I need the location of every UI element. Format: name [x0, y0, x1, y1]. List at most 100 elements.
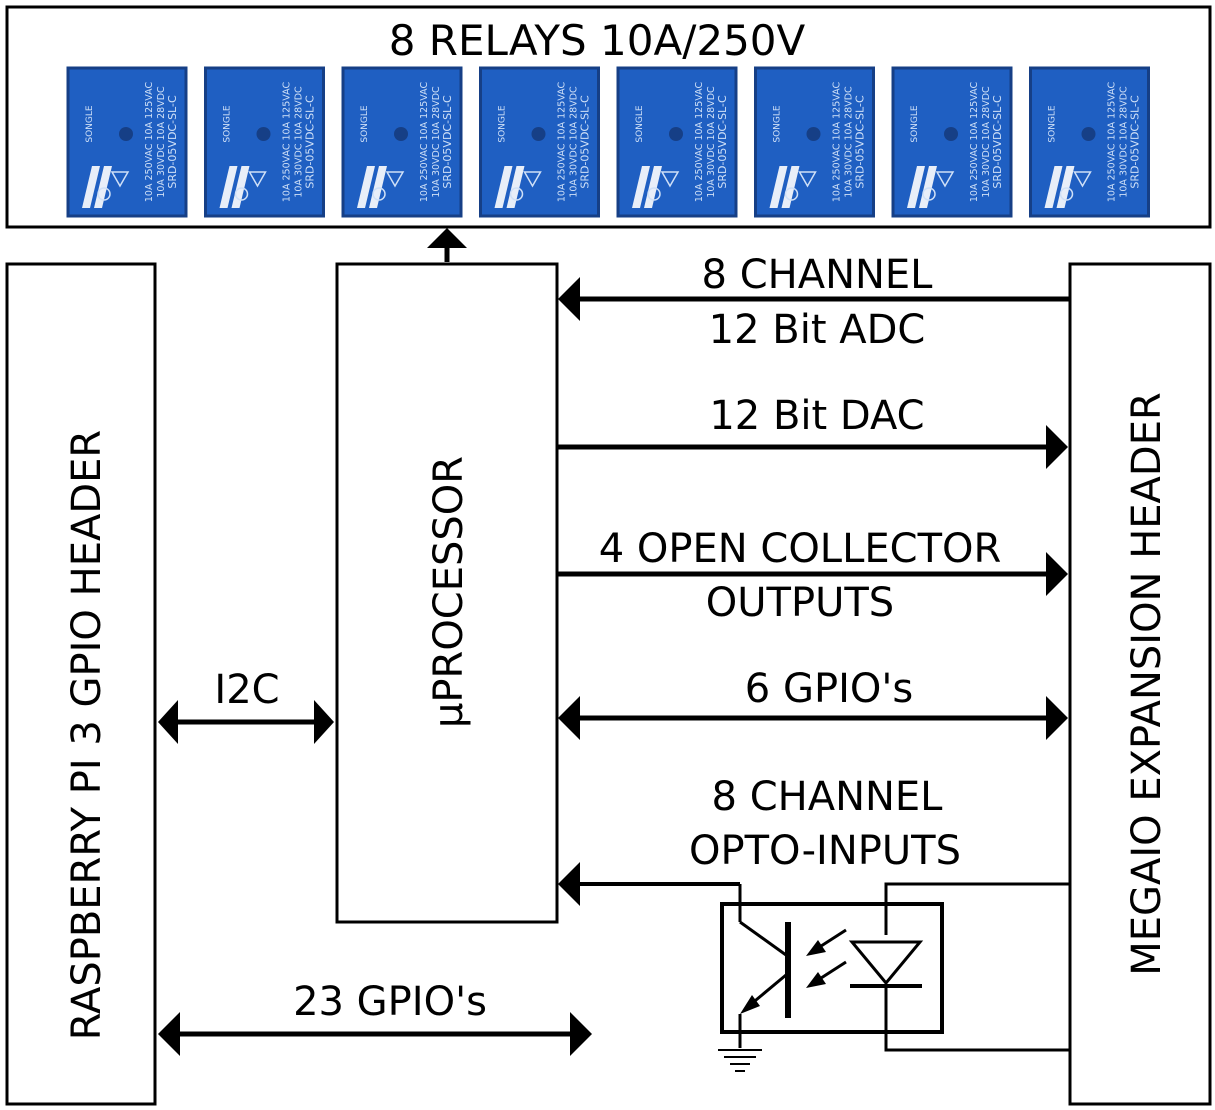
cqc-mark-icon	[922, 187, 936, 201]
warning-mark-icon	[798, 171, 817, 188]
relay-hole	[394, 127, 408, 141]
relay-marking-brand: SONGLE	[635, 105, 645, 143]
gpio23-link: 23 GPIO's	[158, 979, 592, 1056]
relay-marking-rating-line-2: 10A 30VDC 10A 28VDC	[706, 86, 717, 198]
cqc-mark-icon	[509, 187, 524, 201]
relay-marking-rating-line-1: 10A 250VAC 10A 125VAC	[282, 82, 293, 203]
songle-logo-icon	[769, 166, 800, 208]
relay-hole	[944, 127, 958, 141]
megaio-header-box	[1068, 262, 1212, 1106]
relay-marking-rating-line-2: 10A 30VDC 10A 28VDC	[431, 86, 442, 198]
relay-marking-rating-line-2: 10A 30VDC 10A 28VDC	[569, 86, 580, 198]
dac-link: 12 Bit DAC	[557, 393, 1068, 469]
adc-label-line-1: 8 CHANNEL	[702, 252, 934, 298]
adc-label-line-2: 12 Bit ADC	[709, 307, 926, 353]
relay-marking-brand: SONGLE	[223, 105, 233, 143]
relay-marking-part-number: SRD-05VDC-SL-C	[854, 95, 867, 189]
relay-marking-rating-line-1: 10A 250VAC 10A 125VAC	[832, 82, 843, 203]
relay-marking-brand: SONGLE	[910, 105, 920, 143]
warning-mark-icon	[935, 171, 955, 188]
relay-board-title: 8 RELAYS 10A/250V	[389, 16, 806, 65]
relay-marking-part-number: SRD-05VDC-SL-C	[166, 95, 179, 189]
relay-hole	[1081, 127, 1096, 141]
songle-logo-icon	[494, 166, 525, 208]
relay-marking-rating-line-1: 10A 250VAC 10A 125VAC	[1107, 82, 1118, 203]
relay-marking-rating-line-2: 10A 30VDC 10A 28VDC	[844, 86, 855, 198]
ground-icon	[718, 1049, 762, 1072]
relay-marking-part-number: SRD-05VDC-SL-C	[716, 95, 729, 189]
processor-box	[335, 262, 559, 924]
warning-mark-icon	[523, 171, 542, 188]
cqc-mark-icon	[234, 187, 249, 201]
rpi-gpio-header-label: RASPBERRY PI 3 GPIO HEADER	[64, 430, 110, 1040]
optocoupler-package	[720, 902, 944, 1034]
cqc-mark-icon	[1059, 187, 1074, 201]
relay-board-frame	[5, 5, 1212, 229]
relay-marking-rating-line-2: 10A 30VDC 10A 28VDC	[981, 86, 992, 198]
led-diode-icon	[848, 940, 924, 988]
optocoupler-symbol	[720, 902, 944, 1048]
gpio6-link: 6 GPIO's	[558, 666, 1068, 740]
open-collector-label-line-1: 4 OPEN COLLECTOR	[599, 526, 1002, 572]
relay-board: 8 RELAYS 10A/250V SONGLE 10A 250VAC 10A 1…	[5, 5, 1212, 229]
relay-marking-rating-line-2: 10A 30VDC 10A 28VDC	[1119, 86, 1130, 198]
light-arrows-icon	[806, 928, 847, 988]
opto-label-line-1: 8 CHANNEL	[712, 774, 944, 820]
warning-mark-icon	[1073, 171, 1092, 188]
cqc-mark-icon	[784, 187, 799, 201]
relay-marking-rating-line-1: 10A 250VAC 10A 125VAC	[694, 82, 705, 203]
relay-marking-brand: SONGLE	[498, 105, 508, 143]
songle-logo-icon	[1044, 166, 1075, 208]
relay-marking-brand: SONGLE	[1048, 105, 1058, 143]
songle-logo-icon	[82, 166, 112, 208]
relay-marking-rating-line-1: 10A 250VAC 10A 125VAC	[144, 82, 155, 203]
i2c-label: I2C	[214, 667, 279, 713]
relay-marking-part-number: SRD-05VDC-SL-C	[441, 95, 454, 189]
warning-mark-icon	[660, 171, 680, 188]
relay-marking-rating-line-1: 10A 250VAC 10A 125VAC	[969, 82, 980, 203]
cqc-mark-icon	[372, 187, 386, 201]
relay-control-arrow	[427, 228, 467, 262]
rpi-gpio-header-block: RASPBERRY PI 3 GPIO HEADER	[5, 262, 157, 1106]
opto-inputs-link: 8 CHANNEL OPTO-INPUTS	[558, 774, 1070, 1052]
songle-logo-icon	[357, 166, 387, 208]
gpio6-label: 6 GPIO's	[745, 666, 913, 712]
songle-logo-icon	[632, 166, 662, 208]
warning-mark-icon	[248, 171, 267, 188]
open-collector-label-line-2: OUTPUTS	[706, 580, 894, 626]
relay-hole	[531, 127, 546, 141]
relay-marking-rating-line-2: 10A 30VDC 10A 28VDC	[294, 86, 305, 198]
relay-marking-part-number: SRD-05VDC-SL-C	[1129, 95, 1142, 189]
adc-link: 8 CHANNEL 12 Bit ADC	[558, 252, 1070, 353]
cqc-mark-icon	[97, 187, 111, 201]
relay-marking-part-number: SRD-05VDC-SL-C	[991, 95, 1004, 189]
relay-hole	[256, 127, 271, 141]
dac-label: 12 Bit DAC	[709, 393, 924, 439]
relay-hole	[806, 127, 821, 141]
gpio23-label: 23 GPIO's	[293, 979, 487, 1025]
opto-label-line-2: OPTO-INPUTS	[689, 828, 961, 874]
processor-block: μPROCESSOR	[335, 262, 559, 924]
rpi-gpio-header-box	[5, 262, 157, 1106]
songle-logo-icon	[219, 166, 250, 208]
megaio-header-label: MEGAIO EXPANSION HEADER	[1124, 392, 1170, 976]
relay-marking-brand: SONGLE	[773, 105, 783, 143]
megaio-header-block: MEGAIO EXPANSION HEADER	[1068, 262, 1212, 1106]
relay-hole	[669, 127, 683, 141]
open-collector-link: 4 OPEN COLLECTOR OUTPUTS	[557, 526, 1068, 626]
relay-marking-part-number: SRD-05VDC-SL-C	[579, 95, 592, 189]
songle-logo-icon	[907, 166, 937, 208]
relay-body	[204, 66, 325, 218]
i2c-link: I2C	[158, 667, 334, 744]
relay-marking-part-number: SRD-05VDC-SL-C	[304, 95, 317, 189]
